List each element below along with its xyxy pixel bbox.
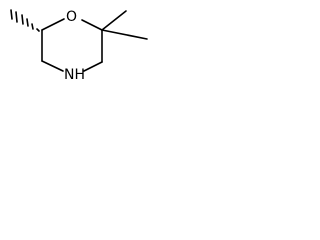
nitrogen-atom-label: NH <box>64 67 85 83</box>
bond-n4-c3 <box>41 60 64 72</box>
bond-o1-c6 <box>81 19 103 31</box>
molecule-structure: O NH <box>0 0 152 118</box>
bond-c2-o1 <box>41 18 65 31</box>
canvas-background <box>0 0 152 118</box>
bond-c6-methyl-right <box>101 29 148 40</box>
oxygen-atom-label: O <box>66 9 77 25</box>
bond-c5-n4 <box>83 61 103 72</box>
stereo-hashed-wedge <box>10 9 40 32</box>
bond-c6-methyl-upper <box>101 10 127 31</box>
